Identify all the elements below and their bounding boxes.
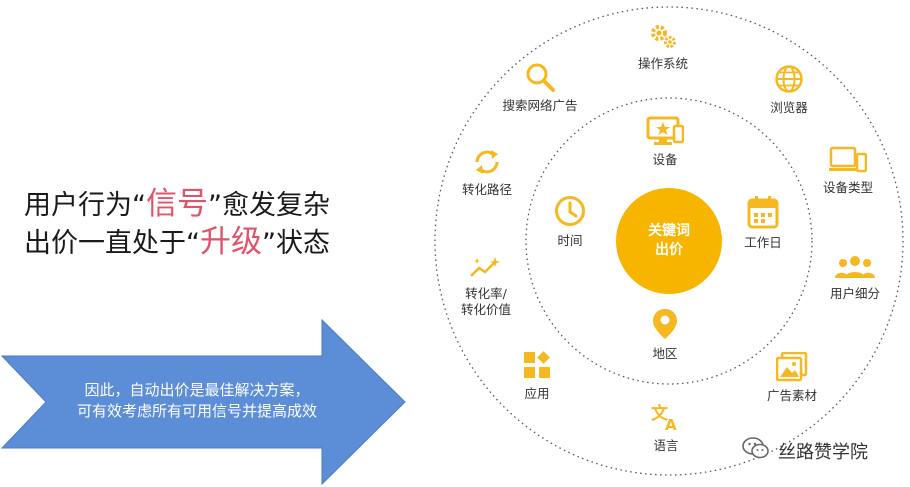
quote-close: ”: [208, 190, 222, 221]
watermark-text: 丝路赞学院: [778, 441, 868, 463]
node-device: 设备: [605, 116, 725, 168]
quote-open: “: [186, 228, 200, 259]
translate-icon: 文 A: [650, 402, 682, 432]
center-label-2: 出价: [655, 242, 683, 258]
node-region: 地区: [605, 308, 725, 362]
node-label: 用户细分: [829, 286, 880, 301]
node-label: 语言: [653, 438, 679, 453]
node-language: 文 A 语言: [606, 402, 726, 454]
magnifier-icon: [525, 62, 555, 92]
devices-icon: [829, 146, 867, 174]
inner-ring: [525, 97, 813, 385]
node-label: 浏览器: [770, 100, 808, 115]
outer-ring: [434, 6, 904, 476]
highlight-signal: 信号: [146, 186, 208, 222]
node-label: 地区: [652, 346, 678, 361]
headline-text: 用户行为: [24, 190, 132, 221]
node-browser: 浏览器: [729, 64, 849, 116]
monitor-star-icon: [646, 116, 684, 146]
headline-line-2: 出价一直处于“升级”状态: [24, 224, 384, 262]
center-label-1: 关键词: [648, 223, 690, 239]
arrow-text-line-2: 可有效考虑所有可用信号并提高成效: [76, 402, 317, 420]
refresh-arrows-icon: [472, 148, 502, 176]
calendar-icon: [747, 195, 779, 229]
node-workday: 工作日: [703, 195, 823, 251]
node-label: 应用: [524, 386, 550, 401]
quote-close: ”: [262, 228, 276, 259]
arrow-text: 因此，自动出价是最佳解决方案， 可有效考虑所有可用信号并提高成效: [36, 380, 358, 422]
arrow-shape: [0, 318, 406, 486]
node-label: 转化路径: [461, 182, 512, 197]
sparkle-trend-icon: [469, 256, 503, 280]
node-search-ads: 搜索网络广告: [480, 62, 600, 114]
gears-icon: [648, 22, 678, 50]
arrow-text-line-1: 因此，自动出价是最佳解决方案，: [84, 381, 310, 399]
node-label: 设备类型: [822, 180, 873, 195]
headline-text: 愈发复杂: [222, 190, 330, 221]
node-ad-asset: 广告素材: [732, 352, 852, 404]
watermark: 丝路赞学院: [742, 436, 868, 465]
signals-diagram: 关键词 出价 设备: [430, 0, 910, 487]
headline-text: 状态: [276, 228, 330, 259]
node-label: 设备: [652, 152, 678, 167]
node-label: 广告素材: [766, 388, 817, 403]
node-device-type: 设备类型: [788, 146, 908, 196]
center-keyword-bid: 关键词 出价: [616, 188, 722, 294]
headline-line-1: 用户行为“信号”愈发复杂: [24, 186, 384, 224]
highlight-upgrade: 升级: [200, 224, 262, 260]
conclusion-arrow: 因此，自动出价是最佳解决方案， 可有效考虑所有可用信号并提高成效: [0, 318, 408, 486]
node-label: 搜索网络广告: [502, 98, 578, 113]
node-user-segment: 用户细分: [795, 254, 910, 302]
svg-text:文: 文: [651, 403, 669, 424]
node-label: 工作日: [744, 235, 782, 250]
svg-text:A: A: [665, 416, 677, 432]
users-icon: [835, 254, 875, 280]
node-time: 时间: [510, 195, 630, 249]
quote-open: “: [132, 190, 146, 221]
headline: 用户行为“信号”愈发复杂 出价一直处于“升级”状态: [24, 186, 384, 262]
location-pin-icon: [652, 308, 678, 340]
node-label: 时间: [557, 233, 583, 248]
ring-lines: [434, 6, 904, 476]
node-label-2: 转化价值: [460, 302, 511, 317]
node-conversion-rate: 转化率/ 转化价值: [426, 256, 546, 318]
globe-icon: [774, 64, 804, 94]
node-os: 操作系统: [603, 22, 723, 72]
node-app: 应用: [477, 350, 597, 402]
node-conversion-path: 转化路径: [427, 148, 547, 198]
headline-text: 出价一直处于: [24, 228, 186, 259]
apps-icon: [522, 350, 552, 380]
clock-icon: [554, 195, 586, 227]
node-label: 转化率/: [465, 286, 507, 301]
node-label: 操作系统: [637, 56, 688, 71]
wechat-icon: [742, 436, 770, 465]
image-icon: [776, 352, 808, 382]
